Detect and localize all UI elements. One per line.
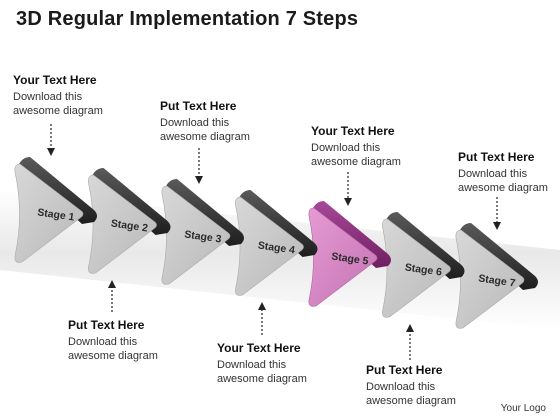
callout-7: Put Text Here Download this awesome diag…	[366, 363, 456, 409]
stage-group: Stage 7 Stage 6 Stage 5 Stage 4 Stage 3 Stage…	[14, 157, 538, 329]
callout-heading: Put Text Here	[458, 150, 535, 164]
arrowhead-1	[47, 148, 55, 156]
stage-arrow-face	[308, 207, 378, 307]
callout-2: Put Text Here Download this awesome diag…	[160, 99, 250, 145]
callout-1: Your Text Here Download this awesome dia…	[13, 73, 103, 119]
stage-label: Stage 1	[37, 206, 76, 223]
stage-arrow-4: Stage 4	[235, 190, 318, 296]
callout-line: Download this	[68, 335, 138, 348]
callout-heading: Your Text Here	[311, 124, 395, 138]
stage-arrow-side	[385, 212, 465, 279]
stage-arrow-side	[312, 201, 391, 268]
callout-line: awesome diagram	[160, 131, 250, 143]
callout-line: awesome diagram	[68, 350, 158, 362]
stage-arrow-face	[14, 163, 84, 263]
callout-heading: Put Text Here	[366, 363, 443, 377]
callout-line: Download this	[13, 90, 83, 103]
arrowhead-2	[195, 176, 203, 184]
callout-line: awesome diagram	[13, 105, 103, 117]
callout-6: Put Text Here Download this awesome diag…	[68, 318, 158, 364]
callout-heading: Your Text Here	[13, 73, 97, 87]
stage-arrow-2: Stage 2	[88, 168, 171, 274]
callout-line: Download this	[160, 116, 230, 129]
callout-line: Download this	[458, 167, 528, 180]
callout-4: Your Text Here Download this awesome dia…	[311, 124, 401, 170]
stage-arrow-7: Stage 7	[455, 223, 538, 329]
stage-arrow-side	[238, 190, 318, 257]
callout-heading: Put Text Here	[68, 318, 145, 332]
page-title: 3D Regular Implementation 7 Steps	[16, 8, 359, 30]
arrowhead-6	[258, 302, 266, 310]
callout-line: awesome diagram	[217, 373, 307, 385]
stage-label: Stage 4	[257, 239, 296, 256]
stage-arrow-face	[455, 229, 525, 329]
callout-line: awesome diagram	[366, 395, 456, 407]
callout-3: Put Text Here Download this awesome diag…	[458, 150, 548, 196]
stage-label: Stage 5	[331, 250, 370, 267]
stage-arrow-side	[91, 168, 171, 235]
stage-arrow-side	[459, 223, 538, 290]
arrowhead-4	[493, 222, 501, 230]
stage-label: Stage 7	[478, 272, 517, 289]
arrowhead-5	[108, 280, 116, 288]
stage-label: Stage 3	[184, 228, 223, 245]
stage-arrow-face	[235, 196, 304, 296]
stage-arrow-face	[88, 174, 157, 274]
stage-label: Stage 2	[110, 217, 149, 234]
stage-arrow-3: Stage 3	[161, 179, 244, 285]
stage-label: Stage 6	[404, 261, 443, 278]
stage-arrow-5: Stage 5	[308, 201, 391, 307]
stage-arrow-face	[161, 185, 231, 285]
connector-arrows	[50, 124, 498, 360]
arrowhead-3	[344, 198, 352, 206]
callout-line: Download this	[366, 380, 436, 393]
connector-arrowheads	[47, 148, 501, 332]
stage-arrow-side	[165, 179, 244, 246]
stage-arrow-1: Stage 1	[14, 157, 97, 263]
callout-line: Download this	[217, 358, 287, 371]
callout-heading: Put Text Here	[160, 99, 237, 113]
logo-text: Your Logo	[500, 403, 546, 414]
stage-arrow-face	[382, 218, 451, 318]
callout-line: Download this	[311, 141, 381, 154]
callout-line: awesome diagram	[311, 156, 401, 168]
arrowhead-7	[406, 324, 414, 332]
callout-line: awesome diagram	[458, 182, 548, 194]
stage-arrow-side	[18, 157, 97, 224]
callout-5: Your Text Here Download this awesome dia…	[217, 341, 307, 387]
callout-heading: Your Text Here	[217, 341, 301, 355]
stage-arrow-6: Stage 6	[382, 212, 465, 318]
